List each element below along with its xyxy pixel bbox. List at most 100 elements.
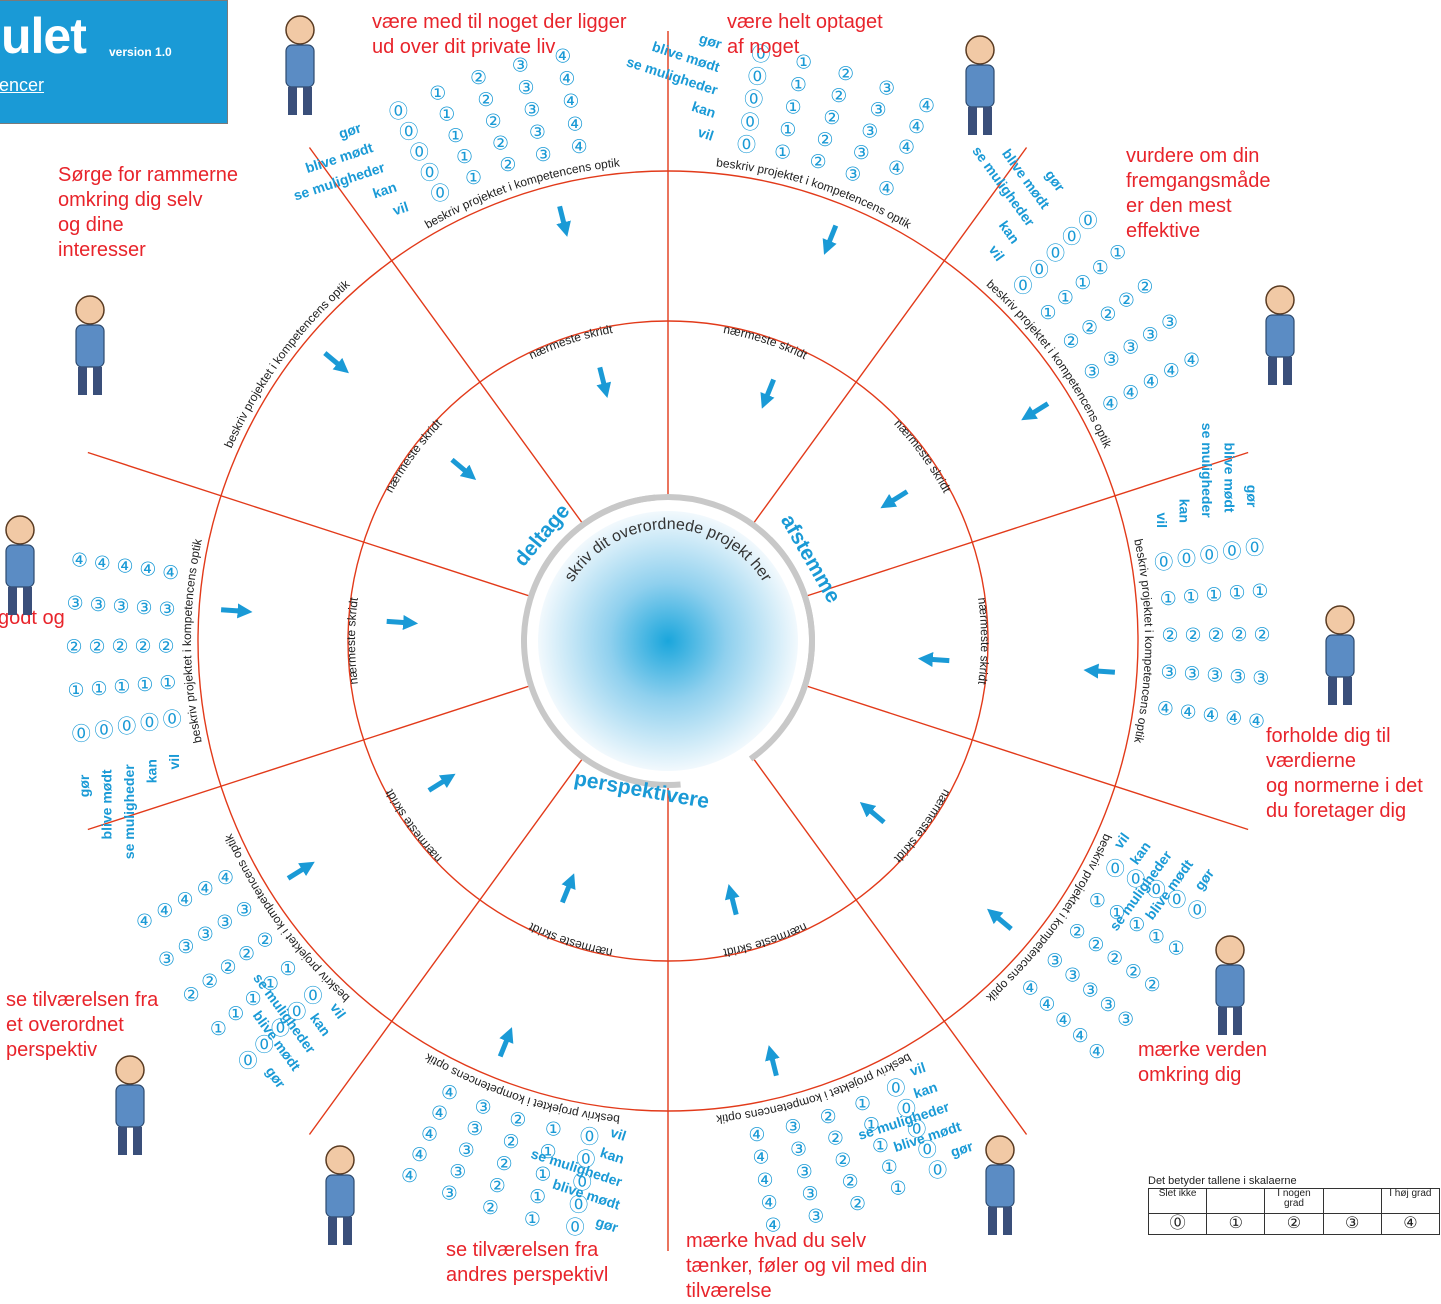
scale-number: ② (1099, 304, 1116, 325)
scale-number: ⓪ (1126, 868, 1145, 890)
person-leg (93, 367, 102, 395)
label-path (220, 265, 375, 478)
scale-number: ① (136, 675, 153, 696)
scale-number: ④ (554, 46, 571, 67)
scale-legend: Det betyder tallene i skalaerne Slet ikk… (1147, 1175, 1441, 1235)
person-head (1215, 935, 1245, 965)
scale-number: ① (890, 1179, 907, 1200)
scale-number: ⓪ (255, 1034, 274, 1056)
scale-number: ① (210, 1019, 227, 1040)
step-arrow (450, 457, 477, 480)
person-leg (288, 87, 297, 115)
scale-number: ③ (136, 598, 153, 619)
scale-number: ② (1062, 332, 1079, 353)
scale-number: ① (1183, 587, 1200, 608)
scale-number: ③ (236, 900, 253, 921)
competence-text-line: vurdere om din (1126, 145, 1259, 167)
inner-ring (347, 320, 989, 962)
person-head (965, 35, 995, 65)
scale-number: ② (849, 1194, 866, 1215)
scale-number: ⓪ (399, 121, 418, 143)
next-step-label: nærmeste skridt (527, 322, 615, 362)
scale-number: ② (816, 130, 833, 151)
scale-number: ② (1118, 291, 1135, 312)
scale-number: ③ (1183, 664, 1200, 685)
competence-text-line: Sørge for rammerne (58, 164, 238, 186)
scale-row-label: gør (1244, 485, 1260, 508)
person-illustration (965, 35, 995, 135)
scale-number: ② (1184, 626, 1201, 647)
scale-number: ④ (156, 901, 173, 922)
person-leg (118, 1127, 127, 1155)
next-step-label-text: nærmeste skridt (975, 597, 992, 686)
describe-project-label-text: beskriv projektet i kompetencens optik (1131, 538, 1156, 746)
person-body (1265, 314, 1295, 358)
competence-text-line: mærke hvad du selv (686, 1230, 866, 1252)
scale-row-label: kan (371, 179, 399, 202)
person-illustration (325, 1145, 355, 1245)
scale-number: ④ (888, 158, 905, 179)
person-body (1325, 634, 1355, 678)
person-body (965, 64, 995, 108)
scale-number: ④ (1102, 394, 1119, 415)
scale-number: ② (823, 108, 840, 129)
scale-number: ③ (158, 949, 175, 970)
hub-arc (521, 494, 681, 788)
scale-row-label: gør (1191, 865, 1218, 893)
scale-number: ④ (1157, 699, 1174, 720)
scale-number: ② (810, 152, 827, 173)
scale-row-label: kan (143, 759, 159, 783)
scale-row-label: vil (986, 242, 1008, 264)
scale-number: ⓪ (897, 1098, 916, 1120)
illustrations (5, 15, 1355, 1245)
scale-number: ③ (861, 121, 878, 142)
scale-number: ③ (67, 594, 84, 615)
scale-number: ⓪ (751, 43, 770, 65)
scale-number: ⓪ (95, 719, 114, 741)
describe-project-label: beskriv projektet i kompetencens optik (422, 155, 621, 231)
competences-link[interactable]: encer (0, 75, 45, 95)
scale-row-label: gør (76, 774, 92, 797)
scale-number: ② (66, 637, 83, 658)
scale-number: ① (438, 105, 455, 126)
scale-row-label: gør (594, 1213, 621, 1235)
scale-number: ④ (1072, 1026, 1089, 1047)
scale-number: ② (1144, 975, 1161, 996)
scale-number: ① (854, 1094, 871, 1115)
app-title: ulet (1, 8, 87, 64)
scale-number: ④ (1122, 383, 1139, 404)
scale-number: ③ (807, 1206, 824, 1227)
person-leg (1233, 1007, 1242, 1035)
scale-number: ④ (411, 1145, 428, 1166)
scale-number: ① (1168, 939, 1185, 960)
next-step-label: nærmeste skridt (722, 322, 810, 362)
scale-number: ③ (197, 925, 214, 946)
scale-number: ⓪ (737, 134, 756, 156)
scale-number: ⓪ (886, 1077, 905, 1099)
step-arrow (556, 205, 571, 237)
scale-number: ② (485, 112, 502, 133)
scale-number: ④ (1248, 712, 1265, 733)
scale-number: ② (842, 1172, 859, 1193)
scale-number: ② (470, 68, 487, 89)
competence-text-line: og dine (58, 214, 124, 236)
person-leg (983, 107, 992, 135)
scale-number: ③ (535, 145, 552, 166)
scale-number: ⓪ (1013, 275, 1032, 297)
describe-project-label: beskriv projektet i kompetencens optik (715, 1050, 914, 1126)
scale-number: ① (1109, 243, 1126, 264)
step-arrow (427, 773, 456, 793)
scale-number: ① (447, 126, 464, 147)
scale-number: ⓪ (410, 142, 429, 164)
scale-number: ① (872, 1136, 889, 1157)
scale-number: ③ (1252, 668, 1269, 689)
hub-circle[interactable] (538, 511, 798, 771)
scale-number: ① (1228, 583, 1245, 604)
scale-number: ④ (908, 117, 925, 138)
scale-number: ② (1136, 277, 1153, 298)
scale-number: ① (245, 989, 262, 1010)
scale-number: ② (1125, 962, 1142, 983)
scale-number: ③ (529, 122, 546, 143)
scale-number: ④ (1022, 978, 1039, 999)
